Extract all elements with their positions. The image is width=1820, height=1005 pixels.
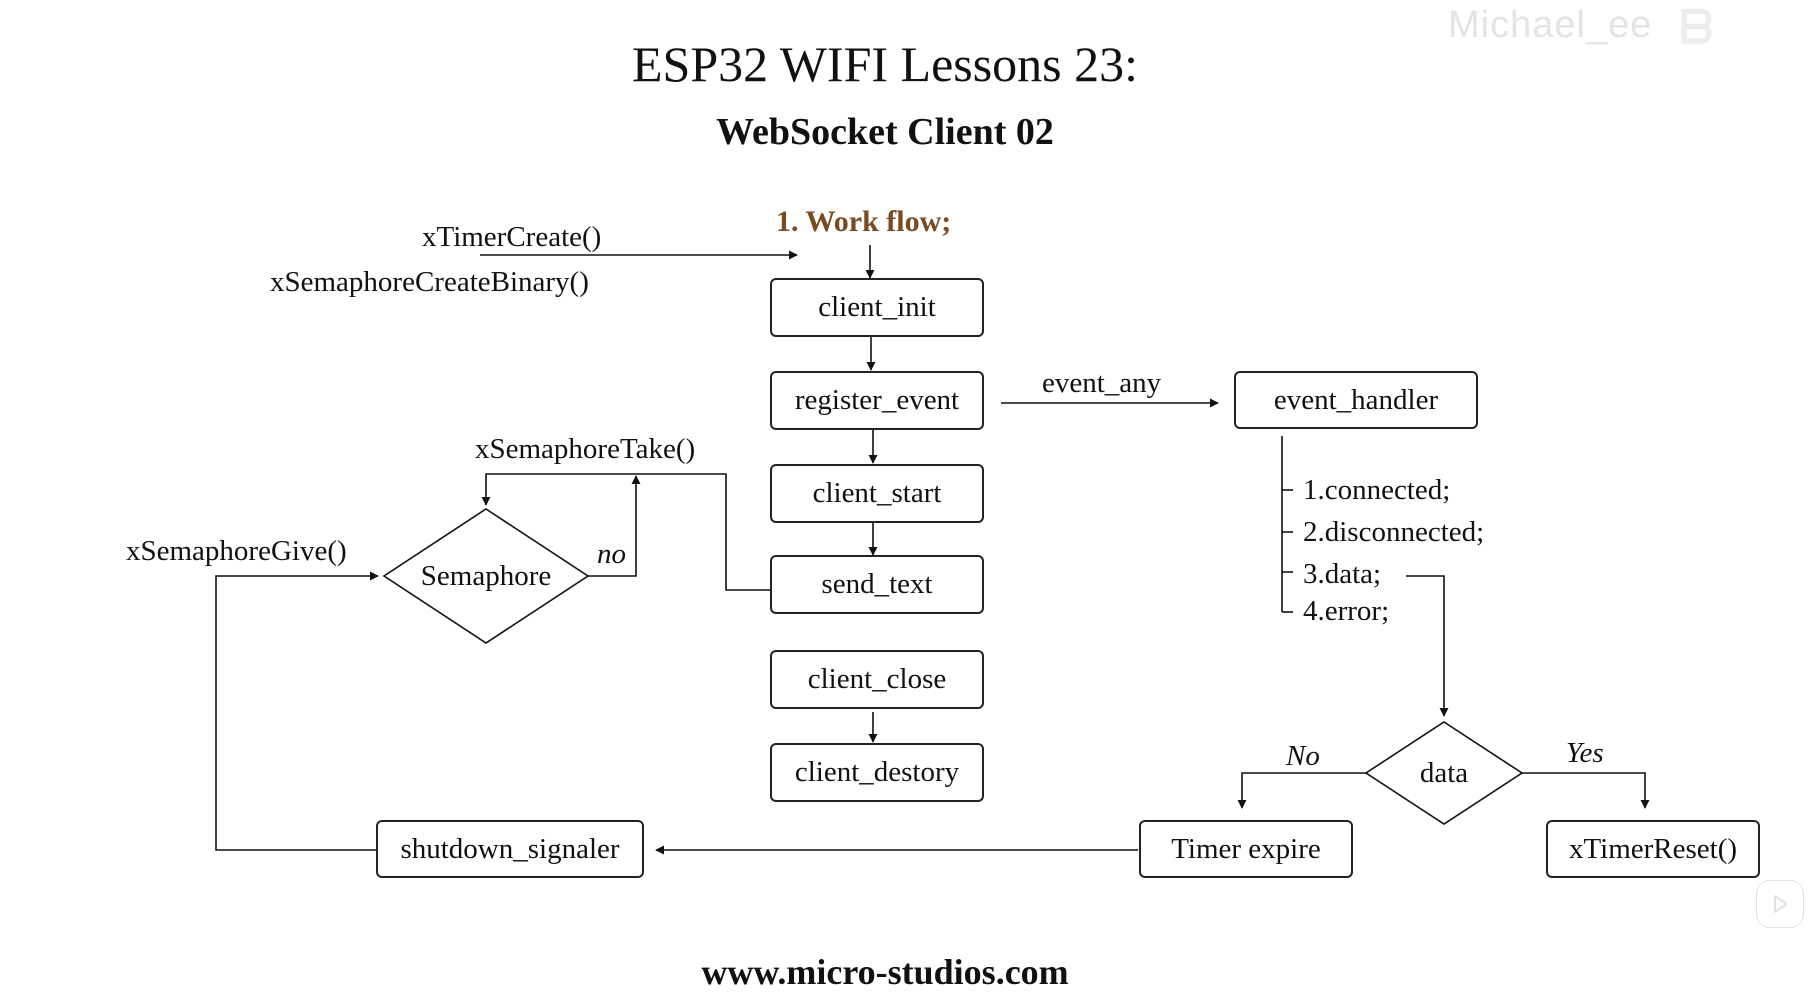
data-diamond bbox=[1364, 721, 1524, 825]
footer-url: www.micro-studios.com bbox=[701, 952, 1069, 992]
event-item-data: 3.data; bbox=[1303, 558, 1382, 590]
event-handler-box: event_handler bbox=[1234, 371, 1478, 429]
no-loop-arrow bbox=[588, 475, 641, 577]
timer-create-label: xTimerCreate() bbox=[422, 221, 602, 253]
data-decision-label: data bbox=[1419, 757, 1469, 789]
semaphore-decision-label: Semaphore bbox=[420, 560, 552, 592]
watermark-author: Michael_ee bbox=[1448, 4, 1653, 46]
semaphore-no-label: no bbox=[597, 538, 626, 570]
semaphore-give-label: xSemaphoreGive() bbox=[126, 535, 347, 567]
page-subtitle: WebSocket Client 02 bbox=[716, 111, 1054, 153]
play-button[interactable] bbox=[1756, 880, 1804, 928]
workflow-heading: 1. Work flow; bbox=[776, 205, 952, 238]
event-item-error: 4.error; bbox=[1303, 595, 1390, 627]
data-yes-label: Yes bbox=[1566, 737, 1604, 769]
register-event-box: register_event bbox=[770, 371, 984, 430]
semaphore-diamond bbox=[382, 508, 590, 644]
take-loop-arrow bbox=[481, 473, 770, 591]
client-start-box: client_start bbox=[770, 464, 984, 523]
yes-branch-arrow bbox=[1522, 772, 1650, 809]
shutdown-signaler-box: shutdown_signaler bbox=[376, 820, 644, 878]
data-no-label: No bbox=[1286, 740, 1320, 772]
data-to-decision-arrow bbox=[1406, 575, 1449, 717]
give-loop-arrow bbox=[215, 571, 379, 851]
event-item-disconnected: 2.disconnected; bbox=[1303, 516, 1485, 548]
event-any-label: event_any bbox=[1042, 367, 1162, 399]
semaphore-create-label: xSemaphoreCreateBinary() bbox=[270, 266, 589, 298]
client-destory-box: client_destory bbox=[770, 743, 984, 802]
bilibili-logo-icon: ᗷ bbox=[1680, 1, 1714, 53]
no-branch-arrow bbox=[1237, 772, 1366, 809]
client-init-box: client_init bbox=[770, 278, 984, 337]
client-close-box: client_close bbox=[770, 650, 984, 709]
send-text-box: send_text bbox=[770, 555, 984, 614]
page-title: ESP32 WIFI Lessons 23: bbox=[631, 36, 1139, 92]
play-icon bbox=[1774, 895, 1788, 913]
timer-expire-box: Timer expire bbox=[1139, 820, 1353, 878]
event-item-connected: 1.connected; bbox=[1303, 474, 1451, 506]
timer-reset-box: xTimerReset() bbox=[1546, 820, 1760, 878]
semaphore-take-label: xSemaphoreTake() bbox=[475, 433, 696, 465]
